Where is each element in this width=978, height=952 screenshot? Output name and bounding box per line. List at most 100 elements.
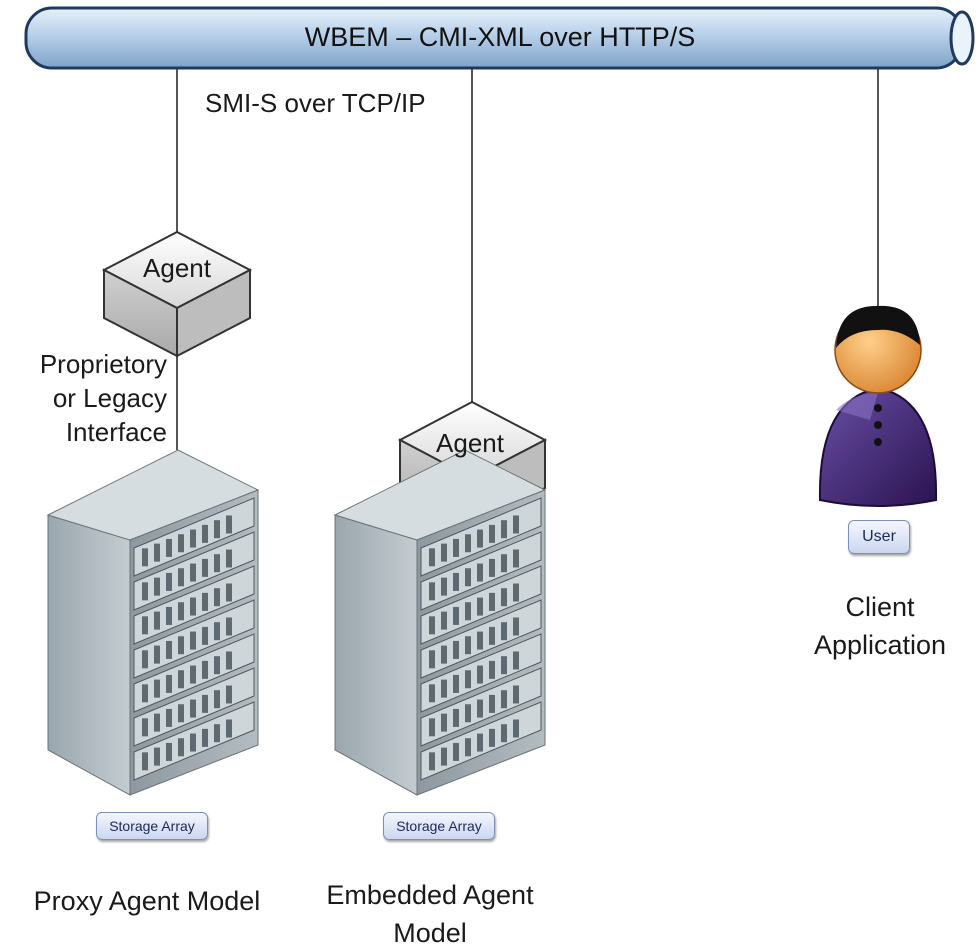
drive-slot: [465, 738, 471, 757]
drive-slot: [513, 583, 519, 602]
drive-slot: [142, 616, 148, 635]
drive-slot: [154, 713, 160, 732]
interface-label: Proprietory or Legacy Interface: [12, 347, 167, 449]
drive-slot: [202, 660, 208, 679]
drive-slot: [190, 563, 196, 582]
drive-slot: [429, 582, 435, 601]
drive-slot: [154, 747, 160, 766]
drive-slot: [226, 651, 232, 670]
drive-slot: [453, 640, 459, 659]
drive-slot: [226, 583, 232, 602]
drive-slot: [178, 670, 184, 689]
drive-slot: [226, 549, 232, 568]
drive-slot: [178, 636, 184, 655]
drive-slot: [178, 602, 184, 621]
drive-slot: [453, 742, 459, 761]
drive-slot: [178, 534, 184, 553]
drive-slot: [465, 602, 471, 621]
drive-slot: [166, 640, 172, 659]
drive-slot: [226, 515, 232, 534]
drive-slot: [166, 538, 172, 557]
connector-lines: [176, 68, 879, 450]
drive-slot: [465, 534, 471, 553]
drive-slot: [441, 577, 447, 596]
drive-slot: [501, 724, 507, 743]
drive-slot: [501, 656, 507, 675]
bus-label: WBEM – CMI-XML over HTTP/S: [304, 22, 696, 52]
drive-slot: [441, 611, 447, 630]
drive-slot: [190, 665, 196, 684]
drive-slot: [465, 568, 471, 587]
drive-slot: [202, 694, 208, 713]
drive-slot: [501, 622, 507, 641]
drive-slot: [202, 626, 208, 645]
drive-slot: [142, 650, 148, 669]
interface-line-2: or Legacy: [52, 383, 167, 413]
drive-slot: [202, 728, 208, 747]
drive-slot: [142, 548, 148, 567]
drive-slot: [513, 651, 519, 670]
embedded-caption-line-2: Model: [393, 918, 467, 948]
drive-slot: [513, 549, 519, 568]
drive-slot: [513, 719, 519, 738]
drive-slot: [441, 645, 447, 664]
user-tag: User: [848, 520, 910, 554]
drive-slot: [441, 747, 447, 766]
embedded-model-caption: Embedded Agent Model: [300, 876, 560, 952]
drive-slot: [453, 606, 459, 625]
drive-slot: [477, 563, 483, 582]
embedded-agent-label: Agent: [436, 428, 504, 458]
drive-slot: [142, 684, 148, 703]
drive-slot: [489, 694, 495, 713]
wbem-bus-pipe: [24, 6, 975, 70]
drive-slot: [154, 543, 160, 562]
drive-slot: [202, 558, 208, 577]
drive-slot: [429, 718, 435, 737]
drive-slot: [489, 524, 495, 543]
drive-slot: [453, 708, 459, 727]
client-caption: Client Application: [790, 588, 970, 664]
drive-slot: [477, 699, 483, 718]
drive-slot: [202, 524, 208, 543]
drive-slot: [190, 631, 196, 650]
drive-slot: [453, 674, 459, 693]
drive-slot: [489, 626, 495, 645]
drive-slot: [501, 554, 507, 573]
drive-slot: [142, 752, 148, 771]
drive-slot: [513, 617, 519, 636]
drive-slot: [166, 742, 172, 761]
drive-slot: [178, 568, 184, 587]
drive-slot: [178, 738, 184, 757]
protocol-label: SMI-S over TCP/IP: [205, 88, 426, 118]
drive-slot: [429, 684, 435, 703]
drive-slot: [154, 577, 160, 596]
drive-slot: [166, 708, 172, 727]
drive-slot: [429, 752, 435, 771]
drive-slot: [214, 622, 220, 641]
drive-slot: [154, 611, 160, 630]
drive-slot: [513, 685, 519, 704]
client-caption-line-1: Client: [845, 592, 915, 622]
proxy-model-caption: Proxy Agent Model: [33, 886, 261, 916]
drive-slot: [429, 548, 435, 567]
drive-slot: [190, 699, 196, 718]
proxy-storage-tag: Storage Array: [96, 812, 208, 840]
drive-slot: [214, 588, 220, 607]
drive-slot: [477, 733, 483, 752]
interface-line-3: Interface: [65, 417, 167, 447]
client-caption-line-2: Application: [813, 630, 947, 660]
drive-slot: [166, 674, 172, 693]
drive-slot: [465, 704, 471, 723]
drive-slot: [489, 728, 495, 747]
drive-slot: [489, 592, 495, 611]
drive-slot: [226, 617, 232, 636]
drive-slot: [190, 597, 196, 616]
interface-line-1: Proprietory: [39, 349, 167, 379]
drive-slot: [501, 690, 507, 709]
drive-slot: [465, 636, 471, 655]
embedded-storage-rack: [333, 449, 547, 796]
drive-slot: [489, 660, 495, 679]
drive-slot: [214, 724, 220, 743]
drive-slot: [477, 597, 483, 616]
